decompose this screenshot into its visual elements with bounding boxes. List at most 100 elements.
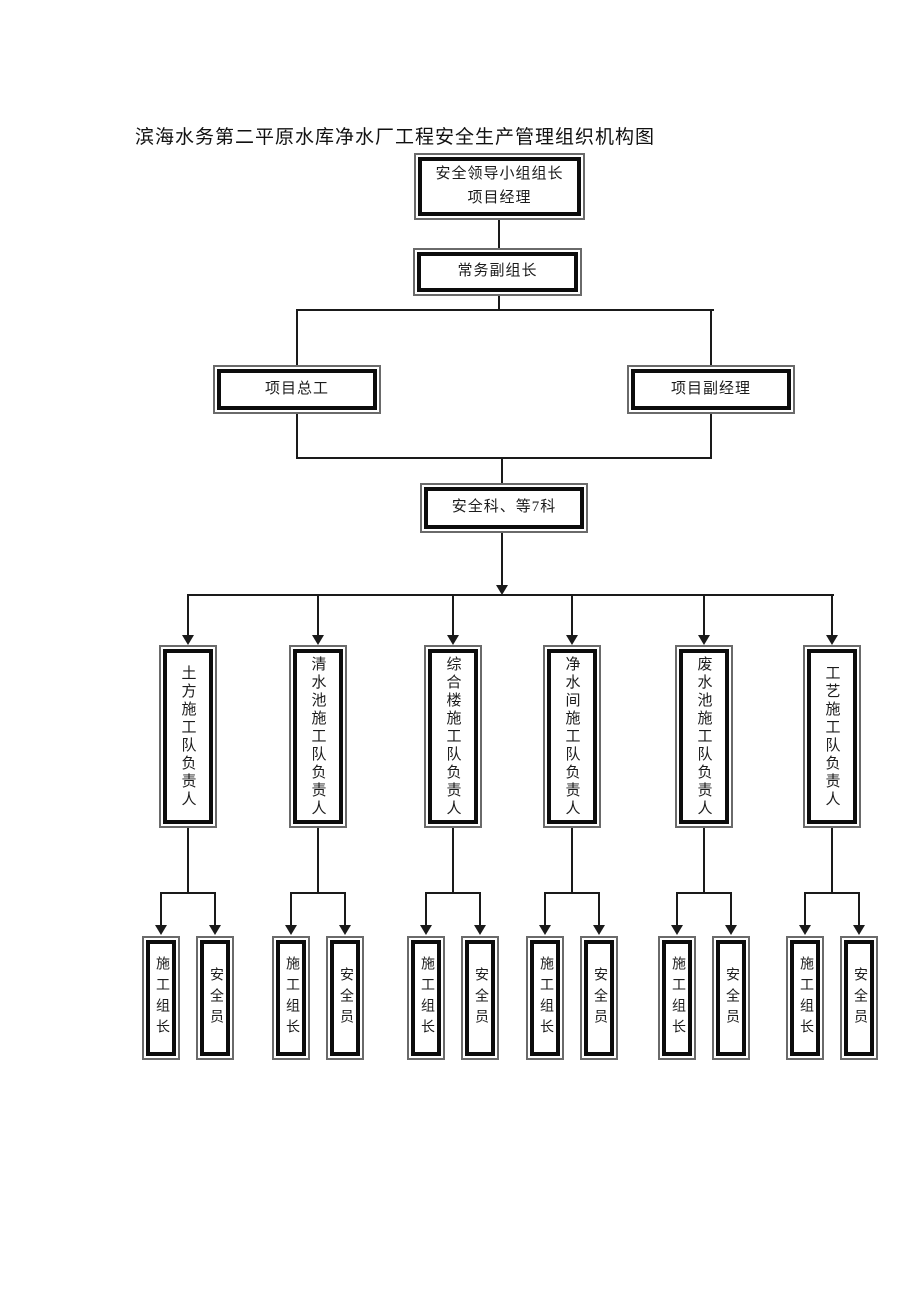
arrow-down-icon <box>539 925 551 935</box>
arrow-down-icon <box>799 925 811 935</box>
arrow-down-icon <box>312 635 324 645</box>
deputy-manager-label: 项目副经理 <box>670 380 751 397</box>
arrow-down-icon <box>339 925 351 935</box>
arrow-down-icon <box>182 635 194 645</box>
connector-hbar2-safety <box>501 459 503 484</box>
connector-team4-split <box>571 828 573 892</box>
arrow-down-icon <box>285 925 297 935</box>
connector-team6-child1 <box>804 894 806 925</box>
team6-leader-label: 工艺施工队负责人 <box>823 664 840 809</box>
box-team6-leader: 工艺施工队负责人 <box>803 645 861 828</box>
page-title: 滨海水务第二平原水库净水厂工程安全生产管理组织机构图 <box>135 127 656 148</box>
arrow-down-icon <box>566 635 578 645</box>
box-team2-foreman: 施工组长 <box>272 936 310 1060</box>
connector-team6-split <box>831 828 833 892</box>
arrow-down-icon <box>593 925 605 935</box>
connector-team5-child1 <box>676 894 678 925</box>
box-team1-leader: 土方施工队负责人 <box>159 645 217 828</box>
box-team4-leader: 净水间施工队负责人 <box>543 645 601 828</box>
arrow-down-icon <box>155 925 167 935</box>
team5-safety-officer-label: 安全员 <box>724 966 739 1030</box>
connector-deputy-mgr-hbar2 <box>710 414 712 457</box>
box-team6-safety-officer: 安全员 <box>840 936 878 1060</box>
leader-group-line1: 安全领导小组组长 <box>435 166 564 183</box>
connector-team3-split <box>452 828 454 892</box>
box-safety-leading-group-leader: 安全领导小组组长 项目经理 <box>414 153 585 220</box>
arrow-down-icon <box>826 635 838 645</box>
tbar-team5 <box>676 892 732 894</box>
connector-l2-hbar <box>498 296 500 310</box>
tbar-team3 <box>425 892 481 894</box>
connector-l1-l2 <box>498 220 500 250</box>
box-team2-safety-officer: 安全员 <box>326 936 364 1060</box>
connector-team2-child2 <box>344 894 346 925</box>
arrow-down-icon <box>474 925 486 935</box>
team1-safety-officer-label: 安全员 <box>208 966 223 1030</box>
hbar-teams-top <box>187 594 834 596</box>
box-team5-safety-officer: 安全员 <box>712 936 750 1060</box>
box-team3-foreman: 施工组长 <box>407 936 445 1060</box>
box-team6-foreman: 施工组长 <box>786 936 824 1060</box>
box-team5-leader: 废水池施工队负责人 <box>675 645 733 828</box>
chief-engineer-label: 项目总工 <box>264 380 329 397</box>
leader-group-line2: 项目经理 <box>467 189 532 206</box>
box-team1-safety-officer: 安全员 <box>196 936 234 1060</box>
connector-team4-child2 <box>598 894 600 925</box>
connector-team3 <box>452 596 454 636</box>
team5-foreman-label: 施工组长 <box>670 956 685 1040</box>
connector-team2-child1 <box>290 894 292 925</box>
connector-team1-split <box>187 828 189 892</box>
tbar-team4 <box>544 892 600 894</box>
tbar-team6 <box>804 892 860 894</box>
team5-leader-label: 废水池施工队负责人 <box>695 655 712 818</box>
team4-foreman-label: 施工组长 <box>538 956 553 1040</box>
box-team1-foreman: 施工组长 <box>142 936 180 1060</box>
team2-foreman-label: 施工组长 <box>284 956 299 1040</box>
connector-team5 <box>703 596 705 636</box>
box-team3-leader: 综合楼施工队负责人 <box>424 645 482 828</box>
arrow-down-icon <box>698 635 710 645</box>
connector-team6 <box>831 596 833 636</box>
team1-foreman-label: 施工组长 <box>154 956 169 1040</box>
hbar-level4-top <box>296 457 712 459</box>
team3-foreman-label: 施工组长 <box>419 956 434 1040</box>
connector-team4-child1 <box>544 894 546 925</box>
box-team3-safety-officer: 安全员 <box>461 936 499 1060</box>
arrow-down-icon <box>725 925 737 935</box>
deputy-leader-label: 常务副组长 <box>457 263 538 280</box>
tbar-team2 <box>290 892 346 894</box>
connector-safety-fanout <box>501 533 503 586</box>
arrow-down-icon <box>209 925 221 935</box>
connector-team2-split <box>317 828 319 892</box>
team2-leader-label: 清水池施工队负责人 <box>309 655 326 818</box>
arrow-down-icon <box>420 925 432 935</box>
arrow-down-icon <box>853 925 865 935</box>
box-safety-dept: 安全科、等7科 <box>420 483 588 533</box>
hbar-level3-top <box>296 309 714 311</box>
connector-team2 <box>317 596 319 636</box>
tbar-team1 <box>160 892 216 894</box>
connector-team5-child2 <box>730 894 732 925</box>
connector-team6-child2 <box>858 894 860 925</box>
box-deputy-leader: 常务副组长 <box>413 248 582 296</box>
team4-leader-label: 净水间施工队负责人 <box>563 655 580 818</box>
safety-dept-label: 安全科、等7科 <box>451 499 557 516</box>
team3-safety-officer-label: 安全员 <box>473 966 488 1030</box>
connector-team5-split <box>703 828 705 892</box>
box-team5-foreman: 施工组长 <box>658 936 696 1060</box>
team6-foreman-label: 施工组长 <box>798 956 813 1040</box>
box-team2-leader: 清水池施工队负责人 <box>289 645 347 828</box>
connector-team3-child2 <box>479 894 481 925</box>
team4-safety-officer-label: 安全员 <box>592 966 607 1030</box>
connector-team1 <box>187 596 189 636</box>
connector-team1-child2 <box>214 894 216 925</box>
team1-leader-label: 土方施工队负责人 <box>179 664 196 809</box>
box-deputy-manager: 项目副经理 <box>627 365 795 414</box>
arrow-down-icon <box>496 585 508 595</box>
box-team4-foreman: 施工组长 <box>526 936 564 1060</box>
connector-team4 <box>571 596 573 636</box>
connector-team3-child1 <box>425 894 427 925</box>
connector-hbar-deputy-mgr <box>710 311 712 365</box>
arrow-down-icon <box>671 925 683 935</box>
